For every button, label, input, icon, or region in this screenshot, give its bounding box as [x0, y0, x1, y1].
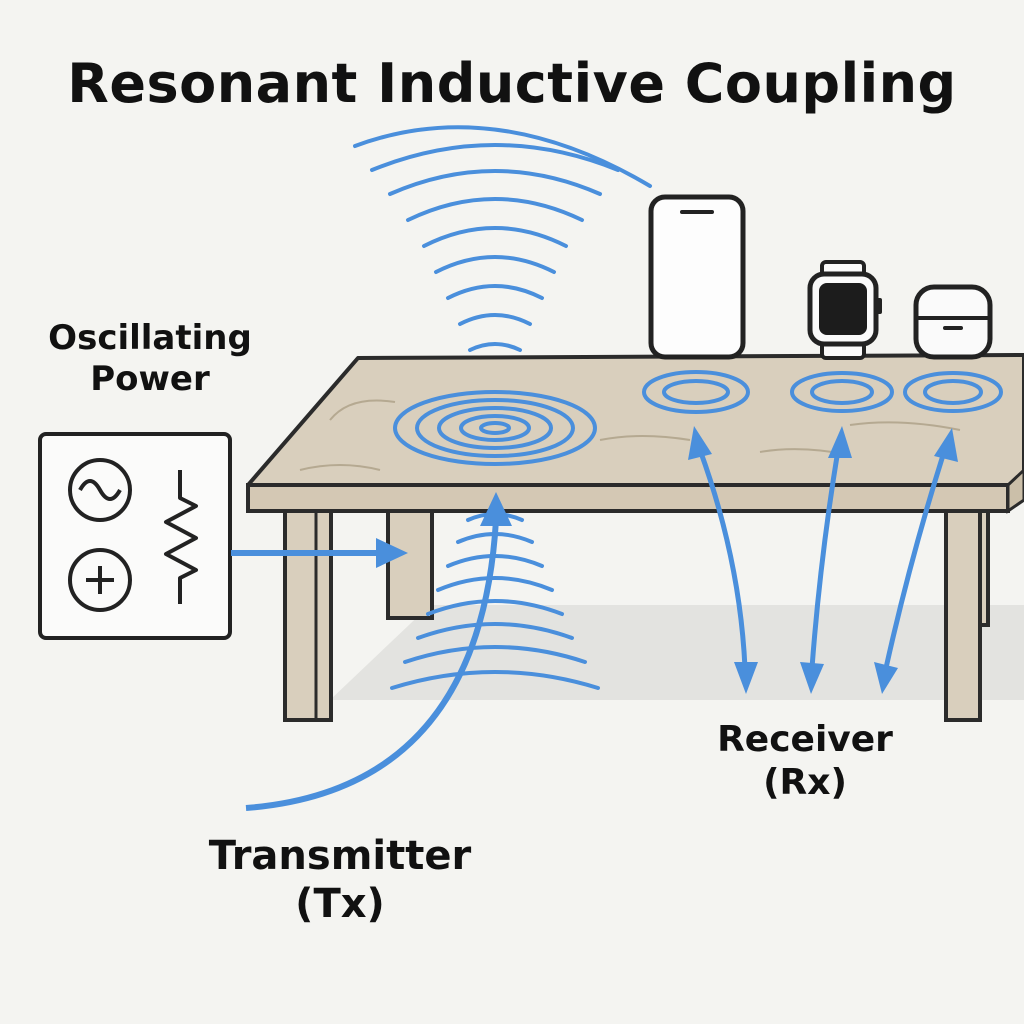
transmitter-coil: [393, 390, 597, 466]
table-leg-back-left: [386, 503, 434, 620]
receiver-label-line2: (Rx): [763, 762, 847, 804]
dc-source-icon: [68, 548, 132, 612]
transmitter-arrow: [245, 492, 512, 811]
receiver-coil-earbuds: [903, 371, 1003, 413]
earbuds-case-icon: [913, 284, 993, 360]
tabletop-surface: [246, 353, 1024, 487]
transmitter-label-line1: Transmitter: [208, 833, 472, 879]
smartphone-icon: [648, 194, 746, 360]
receiver-arrows: [688, 426, 958, 694]
power-source-box: [38, 432, 232, 640]
wood-grain: [299, 399, 961, 471]
ac-source-icon: [68, 458, 132, 522]
resistor-icon: [164, 470, 198, 604]
diagram-title: Resonant Inductive Coupling: [67, 52, 957, 115]
receiver-coil-watch: [790, 371, 894, 413]
transmitter-label-line2: (Tx): [295, 881, 385, 927]
oscillating-power-label-line2: Power: [90, 358, 210, 399]
tabletop-edge: [246, 483, 1010, 513]
table-leg-front-right: [944, 503, 982, 722]
receiver-label: Receiver (Rx): [690, 718, 920, 804]
receiver-coil-phone: [642, 370, 750, 414]
table-leg-front-left: [283, 503, 333, 722]
oscillating-power-label-line1: Oscillating: [48, 318, 252, 358]
smartwatch-icon: [807, 260, 882, 360]
power-feed-arrow: [231, 538, 408, 568]
receiver-label-line1: Receiver: [717, 719, 893, 760]
field-waves-upper: [353, 125, 652, 352]
oscillating-power-label: Oscillating Power: [30, 318, 270, 400]
transmitter-label: Transmitter (Tx): [175, 832, 505, 928]
floor-shadow: [330, 605, 1024, 700]
